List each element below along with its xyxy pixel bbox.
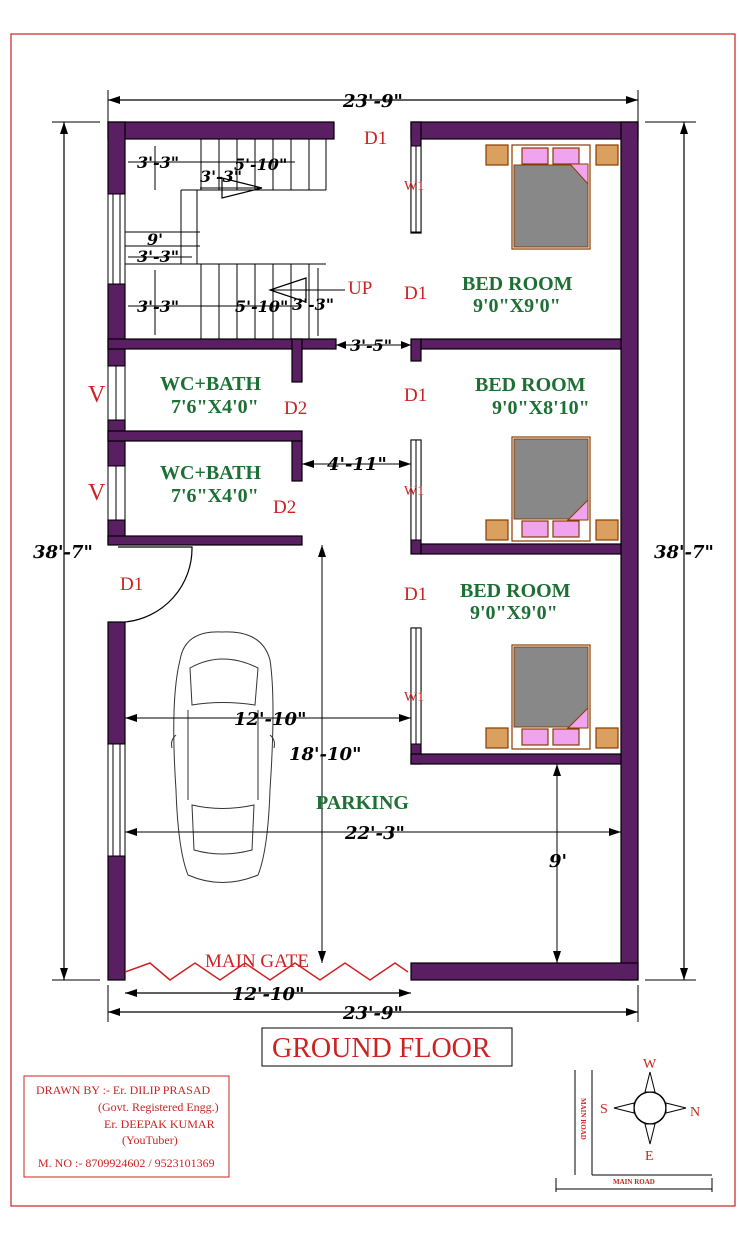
door-label-wc1: D2 <box>284 398 307 419</box>
dim-height-right: 38'-7" <box>654 542 714 563</box>
dim-height-left: 38'-7" <box>33 542 93 563</box>
credit-line-3: Er. DEEPAK KUMAR <box>104 1117 215 1131</box>
bedroom-1-name: BED ROOM <box>462 273 573 295</box>
wc-2-name: WC+BATH <box>160 462 261 484</box>
bedroom-3-size: 9'0"X9'0" <box>470 602 558 624</box>
dim-parking-w1: 12'-10" <box>234 709 306 730</box>
door-label-bed1: D1 <box>404 283 427 304</box>
bedroom-3-name: BED ROOM <box>460 580 571 602</box>
bed-1 <box>485 144 619 250</box>
door-swing <box>118 546 193 623</box>
compass-n: N <box>690 1105 700 1120</box>
car-outline <box>171 631 275 883</box>
dim-passage-2: 4'-11" <box>327 454 387 475</box>
main-gate-zigzag <box>124 962 409 981</box>
credit-line-2: (Govt. Registered Engg.) <box>98 1100 219 1114</box>
parking-label: PARKING <box>316 792 409 814</box>
vent-label-1: V <box>88 382 106 408</box>
stair-dim-c: 3'-3" <box>200 167 242 186</box>
compass-rose <box>613 1071 687 1145</box>
window-label-3: W1 <box>404 690 424 705</box>
stair-dim-e: 3'-3" <box>137 247 179 266</box>
wc-1-name: WC+BATH <box>160 373 261 395</box>
bed-3 <box>485 644 619 750</box>
wc-1-size: 7'6"X4'0" <box>171 396 259 418</box>
wc-2-size: 7'6"X4'0" <box>171 485 259 507</box>
plan-title: GROUND FLOOR <box>272 1033 491 1064</box>
stair-dim-h: 3'-3" <box>292 295 334 314</box>
credit-line-4: (YouTuber) <box>122 1133 178 1147</box>
credits-box <box>23 1075 230 1178</box>
compass-w: W <box>643 1057 657 1072</box>
sheet-border <box>10 33 736 1207</box>
road-label-side: MAIN ROAD <box>579 1098 587 1140</box>
bedroom-2-size: 9'0"X8'10" <box>492 397 590 419</box>
main-gate-label: MAIN GATE <box>205 951 309 972</box>
dim-gate: 12'-10" <box>232 984 304 1005</box>
dim-parking-d: 9' <box>549 851 567 872</box>
dim-parking-w2: 22'-3" <box>344 823 405 844</box>
staircase <box>125 139 345 339</box>
door-label-parking: D1 <box>120 574 143 595</box>
bedroom-2-name: BED ROOM <box>475 374 586 396</box>
bed-2 <box>485 436 619 542</box>
stair-dim-b: 5'-10" <box>234 155 287 174</box>
window-label-1: W1 <box>404 179 424 194</box>
credit-line-1: DRAWN BY :- Er. DILIP PRASAD <box>36 1083 210 1097</box>
stair-dim-g: 5'-10" <box>235 297 288 316</box>
dim-width-top: 23'-9" <box>342 91 403 112</box>
compass-e: E <box>645 1149 654 1164</box>
dim-width-bottom: 23'-9" <box>342 1003 403 1024</box>
stair-dim-f: 3'-3" <box>137 297 179 316</box>
title-box <box>261 1027 513 1067</box>
compass-s: S <box>600 1102 608 1117</box>
dimension-lines <box>52 90 696 1022</box>
door-label-bed2: D1 <box>404 385 427 406</box>
dim-parking-h: 18'-10" <box>289 744 361 765</box>
dim-passage-1: 3'-5" <box>350 336 392 355</box>
road-lines <box>555 1070 713 1192</box>
stair-up-label: UP <box>348 278 372 299</box>
stair-dim-d: 9' <box>147 230 163 249</box>
credit-line-5: M. NO :- 8709924602 / 9523101369 <box>38 1156 215 1170</box>
stair-dim-a: 3'-3" <box>137 153 179 172</box>
road-label-bottom: MAIN ROAD <box>613 1178 655 1186</box>
door-label-top: D1 <box>364 128 387 149</box>
vent-label-2: V <box>88 480 106 506</box>
left-windows <box>107 145 422 857</box>
bedroom-1-size: 9'0"X9'0" <box>473 295 561 317</box>
door-label-wc2: D2 <box>273 497 296 518</box>
door-label-bed3: D1 <box>404 584 427 605</box>
window-label-2: W1 <box>404 484 424 499</box>
